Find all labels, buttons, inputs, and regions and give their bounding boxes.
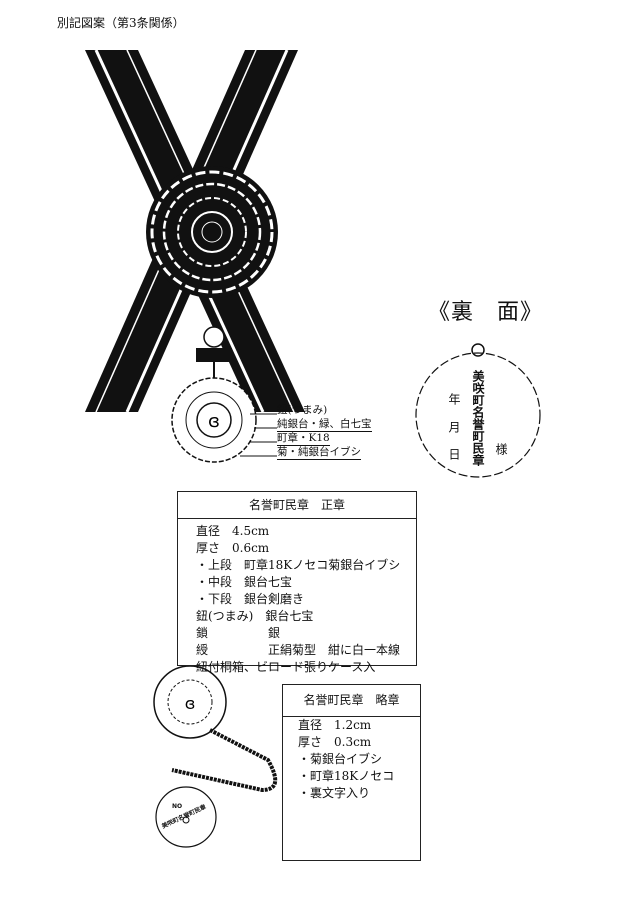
caption: 別記図案（第3条関係）: [57, 16, 185, 30]
spec-line: ・中段 銀台七宝: [196, 575, 293, 589]
spec-line: 直径 1.2cm: [298, 718, 372, 732]
spec-line: 鈕(つまみ) 銀台七宝: [196, 609, 314, 623]
back-honorific: 様: [494, 443, 508, 455]
main-spec-title: 名誉町民章 正章: [178, 492, 416, 519]
spec-line: 直径 4.5cm: [196, 524, 270, 538]
spec-line: 綬 正絹菊型 紺に白一本線: [196, 643, 401, 657]
label-knob: 鈕(つまみ): [277, 404, 328, 416]
spec-line: 鎖 銀: [196, 626, 281, 640]
spec-line: ・町章18Kノセコ: [298, 769, 395, 783]
spec-line: 紐付桐箱、ビロード張りケース入: [196, 660, 376, 674]
mini-medal: ɞ: [153, 665, 278, 848]
svg-text:ɞ: ɞ: [185, 694, 196, 713]
spec-line: ・上段 町章18Kノセコ菊銀台イブシ: [196, 558, 401, 572]
spec-line: 厚さ 0.3cm: [298, 735, 372, 749]
back-day: 日: [447, 448, 461, 460]
spec-line: 厚さ 0.6cm: [196, 541, 270, 555]
rosette: [146, 166, 278, 298]
spec-line: ・菊銀台イブシ: [298, 752, 383, 766]
mini-spec-table: 名誉町民章 略章 直径 1.2cm 厚さ 0.3cm ・菊銀台イブシ ・町章18…: [282, 684, 421, 861]
back-medal-outline: [415, 343, 541, 478]
back-year: 年: [447, 393, 461, 405]
main-spec-table: 名誉町民章 正章 直径 4.5cm 厚さ 0.6cm ・上段 町章18Kノセコ菊…: [177, 491, 417, 674]
spec-line: ・裏文字入り: [298, 786, 371, 800]
pendant: ɞ: [171, 326, 277, 463]
label-town-emblem: 町章・K18: [277, 432, 330, 446]
back-inscription: 美咲町名誉町民章: [471, 370, 485, 466]
back-month: 月: [447, 421, 461, 433]
label-middle-tier: 純銀台・緑、白七宝: [277, 418, 372, 432]
spec-line: ・下段 銀台剣磨き: [196, 592, 305, 606]
svg-text:ɞ: ɞ: [208, 411, 220, 432]
mini-back-number: NO: [172, 803, 183, 810]
label-chrysanthemum: 菊・純銀台イブシ: [277, 446, 361, 460]
back-title: 《裏 面》: [428, 300, 544, 325]
mini-spec-title: 名誉町民章 略章: [283, 685, 420, 717]
